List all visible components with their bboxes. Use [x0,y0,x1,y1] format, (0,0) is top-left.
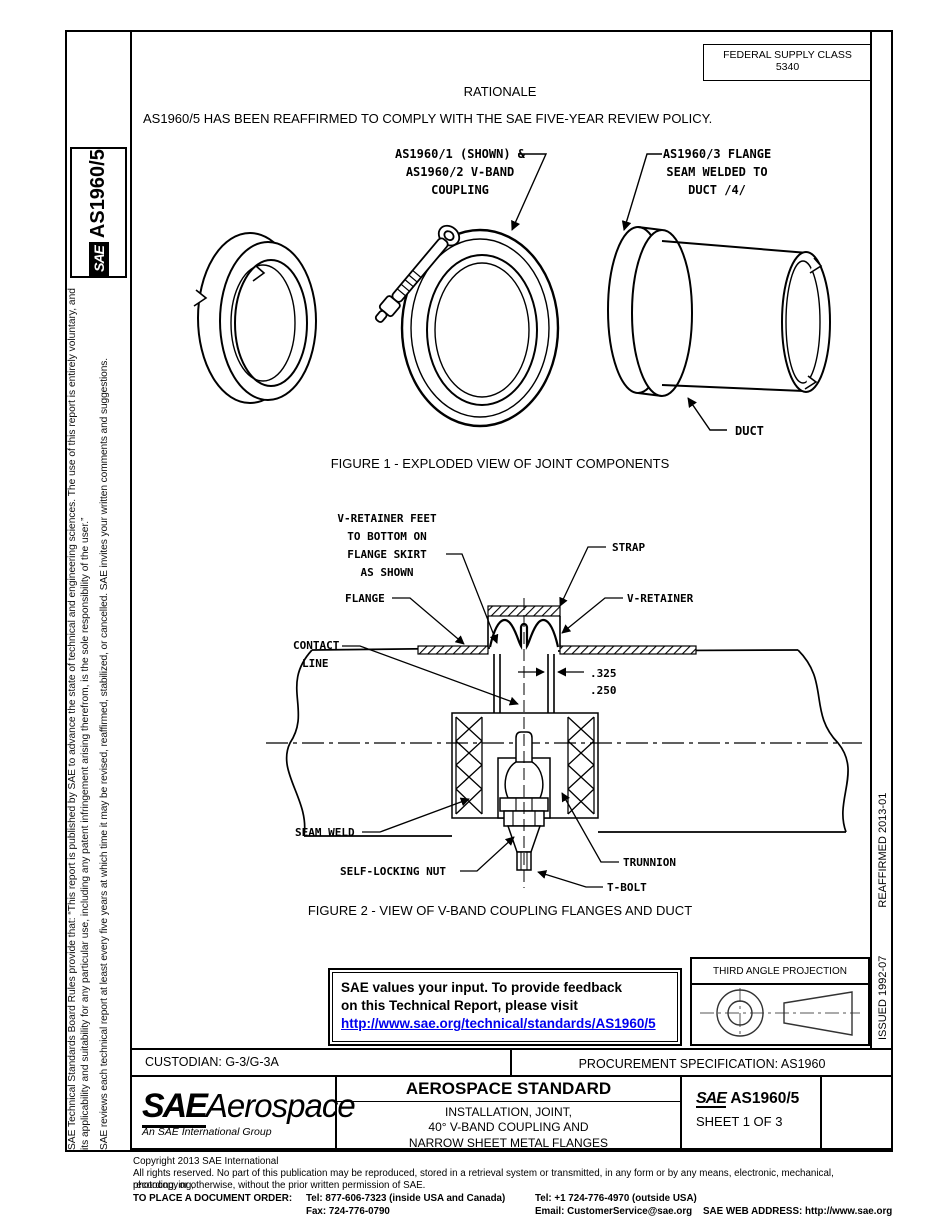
sheet-number: SHEET 1 OF 3 [696,1114,783,1130]
custodian-row-bottom-rule [130,1075,893,1077]
coupling-label-3: COUPLING [431,183,489,197]
coupling-cross-section [417,605,697,713]
titleblock-divider-1 [335,1075,337,1150]
sidebar-divider [130,30,132,1152]
sae-aerospace-logo: SAEAerospace An SAE International Group [130,1077,356,1150]
titleblock-bottom-rule [130,1148,893,1152]
flange-duct-part [607,226,831,397]
vretainer-label: V-RETAINER [627,592,694,605]
doc-number-cell: SAE AS1960/5 SHEET 1 OF 3 [682,1077,820,1150]
contact-label-2: LINE [302,657,329,670]
standard-title-cell: AEROSPACE STANDARD INSTALLATION, JOINT, … [337,1076,680,1150]
vretainer-feet-label-3: FLANGE SKIRT [347,548,427,561]
coupling-label-2: AS1960/2 V-BAND [406,165,514,179]
copyright-line: Copyright 2013 SAE International [133,1156,279,1167]
titleblock-divider-2 [680,1075,682,1150]
duct-leader-line [687,397,727,431]
standard-title-line-3: NARROW SHEET METAL FLANGES [408,1135,609,1150]
t-bolt-label: T-BOLT [607,881,647,894]
fax-number: Fax: 724-776-0790 [306,1206,390,1217]
dim-upper: .325 [590,667,617,680]
vretainer-feet-label-4: AS SHOWN [361,566,414,579]
tel-inside: Tel: 877-606-7323 (inside USA and Canada… [306,1193,506,1204]
aerospace-standard-heading: AEROSPACE STANDARD [337,1076,680,1102]
figure1-drawing: AS1960/1 (SHOWN) & AS1960/2 V-BAND COUPL… [193,147,831,438]
figure2-labels: V-RETAINER FEET TO BOTTOM ON FLANGE SKIR… [293,512,694,894]
dim-lower: .250 [590,684,617,697]
trunnion-label: TRUNNION [623,856,676,869]
standard-title-line-1: INSTALLATION, JOINT, [445,1105,572,1119]
coupling-leader-line [511,153,548,231]
titleblock-divider-3 [820,1075,822,1150]
vband-coupling-part [374,224,560,428]
federal-supply-class-box: FEDERAL SUPPLY CLASS 5340 [703,44,872,81]
contact-label-1: CONTACT [293,639,340,652]
procurement-spec-label: PROCUREMENT SPECIFICATION: AS1960 [578,1057,826,1071]
rights-line-1: All rights reserved. No part of this pub… [133,1168,834,1191]
fsc-code: 5340 [775,61,800,73]
doc-id-vertical: AS1960/5 [87,149,109,239]
doc-number: AS1960/5 [730,1090,800,1107]
rationale-heading: RATIONALE [463,84,537,99]
email-address: Email: CustomerService@sae.org [535,1206,693,1217]
seam-weld-label: SEAM WELD [295,826,355,839]
custodian-label: CUSTODIAN: G-3/G-3A [145,1055,279,1069]
self-locking-nut-label: SELF-LOCKING NUT [340,865,446,878]
projection-symbol [700,988,860,1038]
flange-label: FLANGE [345,592,385,605]
flange-label-1: AS1960/3 FLANGE [663,147,771,161]
sae-logo-small: SAE [696,1090,727,1109]
legal-notice-2: SAE reviews each technical report at lea… [98,358,110,1150]
vretainer-feet-label-2: TO BOTTOM ON [347,530,426,543]
vretainer-feet-label-1: V-RETAINER FEET [337,512,437,525]
legal-notice-1: SAE Technical Standards Board Rules prov… [67,288,92,1150]
issued-date: ISSUED 1992-07 [877,955,889,1040]
reaffirmed-date: REAFFIRMED 2013-01 [877,792,889,908]
coupling-label-1: AS1960/1 (SHOWN) & [395,147,526,161]
fsc-title: FEDERAL SUPPLY CLASS [723,49,852,61]
sae-tagline: An SAE International Group [142,1126,272,1138]
web-address: SAE WEB ADDRESS: http://www.sae.org [703,1206,893,1217]
doc-id-box: SAE AS1960/5 [70,147,127,278]
feedback-link[interactable]: http://www.sae.org/technical/standards/A… [341,1016,656,1032]
figure2-drawing: V-RETAINER FEET TO BOTTOM ON FLANGE SKIR… [266,512,862,894]
flange-leader-line [621,153,662,231]
t-bolt-latch [374,224,461,323]
duct-label: DUCT [735,424,764,438]
feedback-line-1: SAE values your input. To provide feedba… [341,980,623,995]
figure2-caption: FIGURE 2 - VIEW OF V-BAND COUPLING FLANG… [307,903,693,918]
flange-label-3: DUCT /4/ [688,183,746,197]
figure2-leaders [342,546,623,888]
flange-label-2: SEAM WELDED TO [666,165,767,179]
figure1-labels: AS1960/1 (SHOWN) & AS1960/2 V-BAND COUPL… [395,147,771,438]
rights-line-2: recording, or otherwise, without the pri… [133,1180,426,1191]
figure1-caption: FIGURE 1 - EXPLODED VIEW OF JOINT COMPON… [330,456,670,471]
rationale-body: AS1960/5 HAS BEEN REAFFIRMED TO COMPLY W… [143,111,713,126]
aerospace-logo-text: Aerospace [205,1087,356,1124]
sae-logo-text: SAE [142,1087,208,1128]
flange-ring-part [193,232,317,404]
projection-box: THIRD ANGLE PROJECTION [690,957,870,1046]
feedback-box: SAE values your input. To provide feedba… [328,968,682,1046]
right-margin-divider [870,30,872,1048]
sae-logo-chip: SAE [88,242,109,276]
projection-title: THIRD ANGLE PROJECTION [692,959,868,985]
standard-title-line-2: 40° V-BAND COUPLING AND [428,1120,589,1135]
feedback-line-2: on this Technical Report, please visit [341,998,578,1014]
tel-outside: Tel: +1 724-776-4970 (outside USA) [535,1193,697,1204]
order-label: TO PLACE A DOCUMENT ORDER: [133,1193,293,1204]
sidebar-legal: SAE Technical Standards Board Rules prov… [66,288,128,1150]
custodian-row-divider [510,1048,512,1075]
strap-label: STRAP [612,541,645,554]
